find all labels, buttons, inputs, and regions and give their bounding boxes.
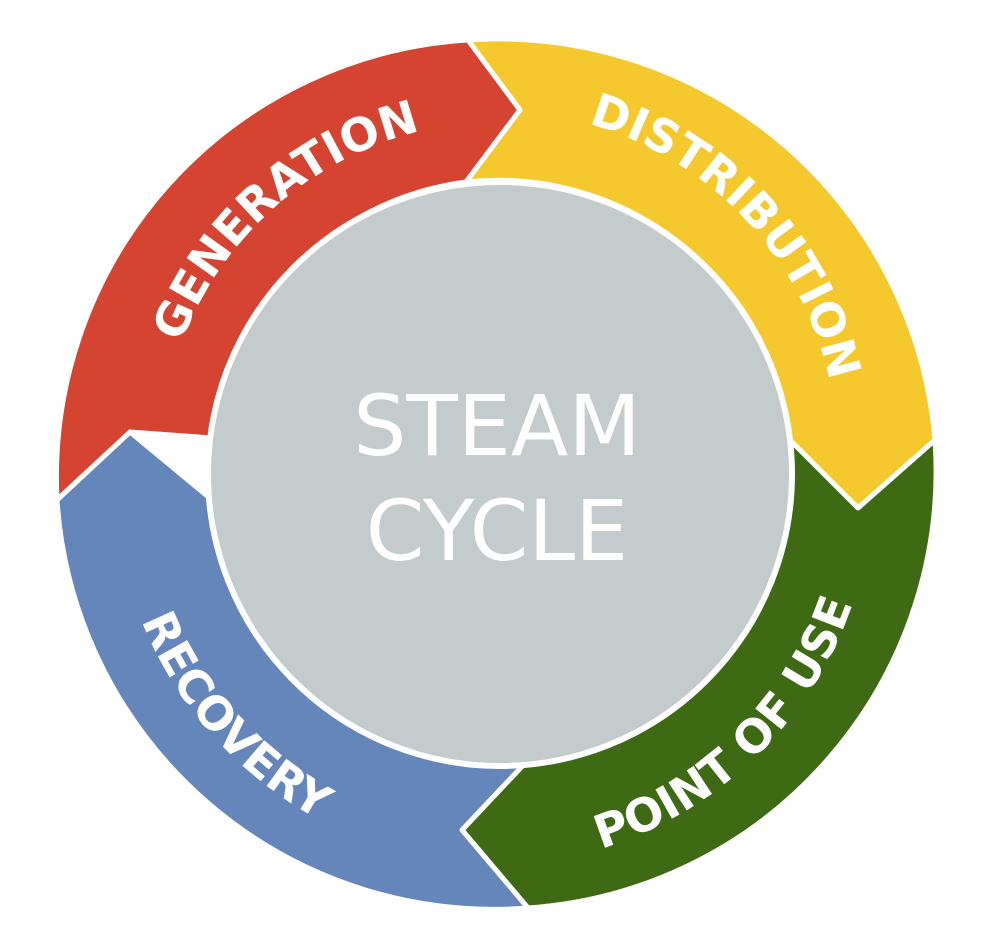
center-title-line-1: STEAM	[353, 377, 641, 475]
center-hub: STEAM CYCLE	[205, 179, 795, 769]
center-circle	[205, 179, 795, 769]
center-title-line-2: CYCLE	[366, 482, 628, 580]
